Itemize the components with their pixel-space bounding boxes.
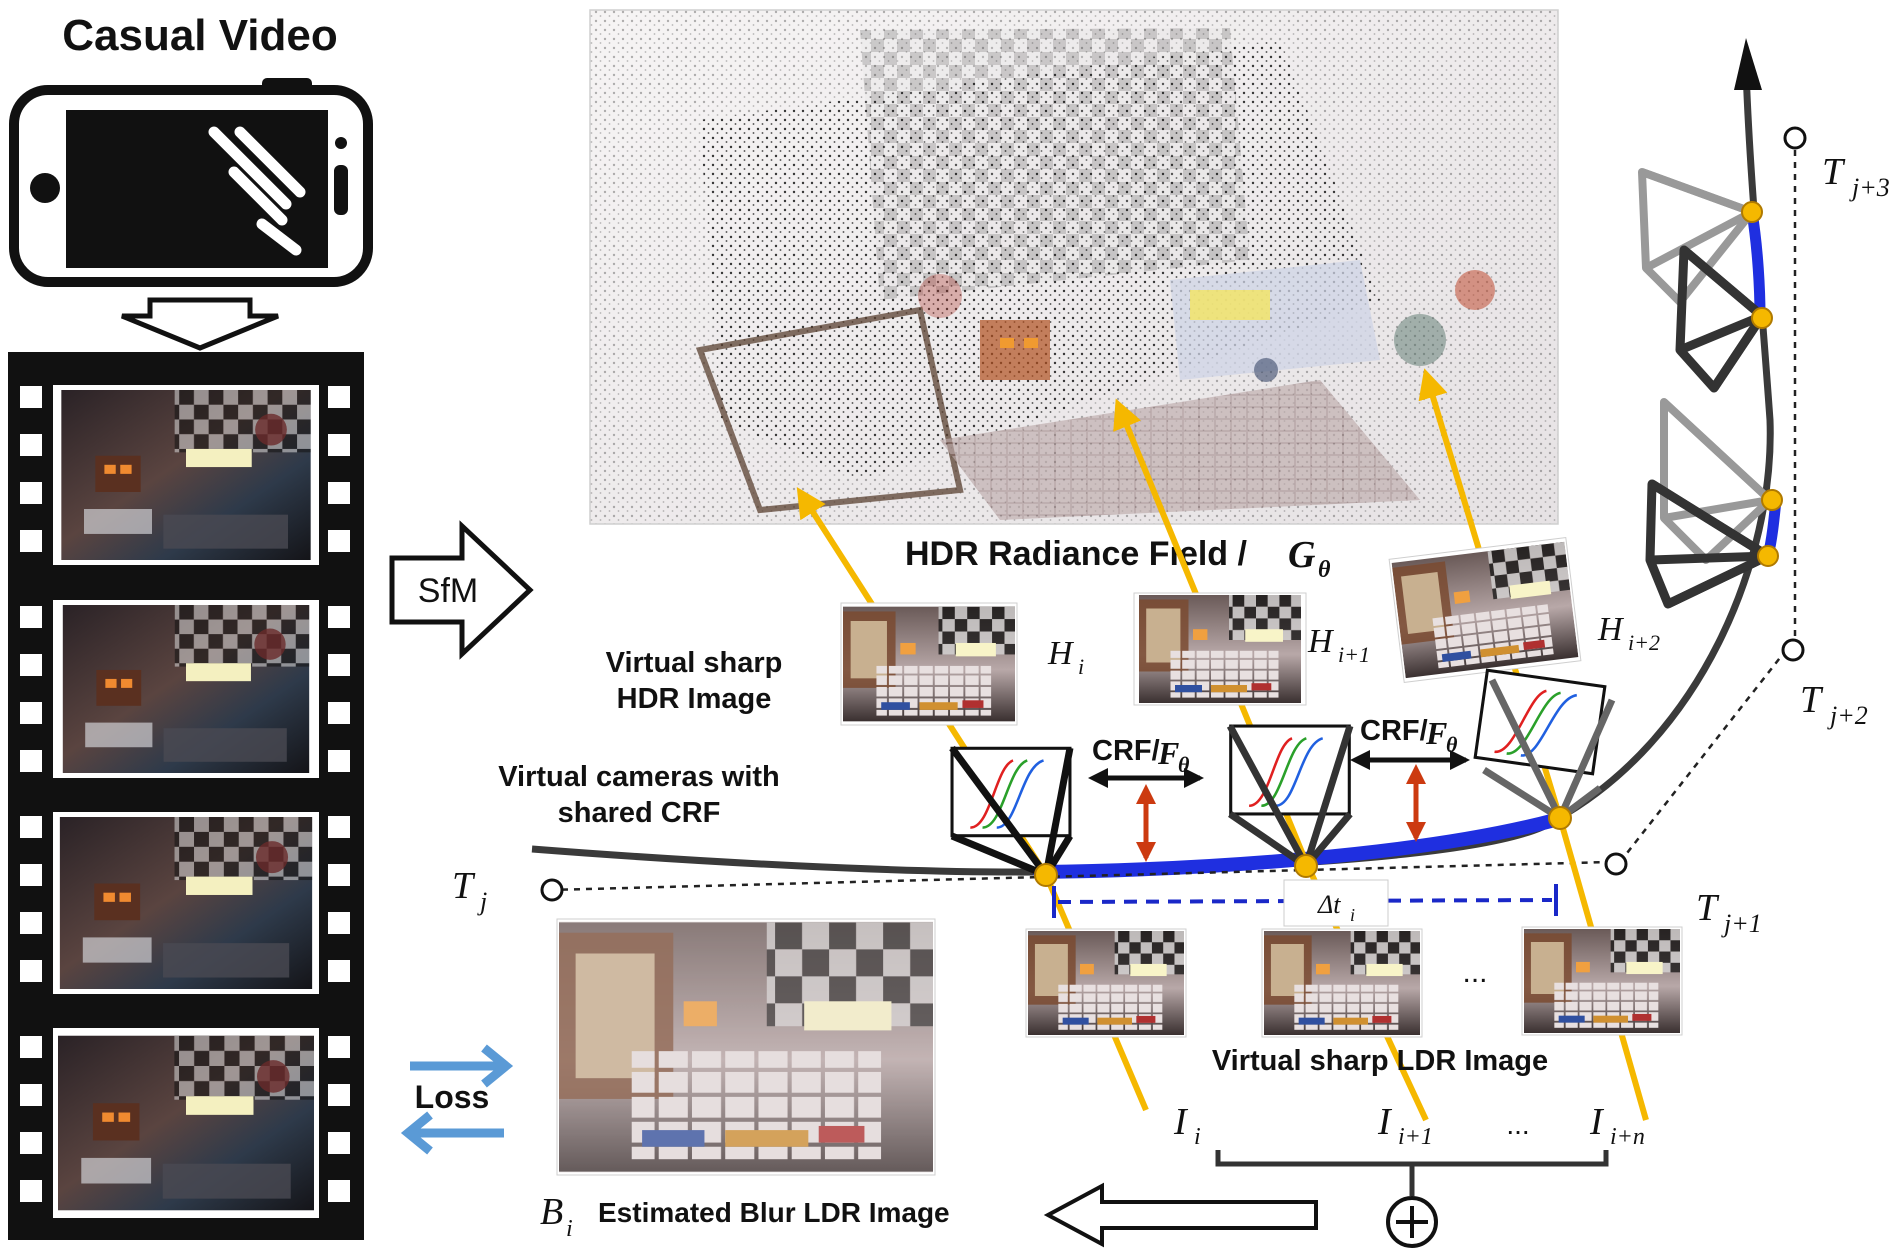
virtual-cameras-label-line2: shared CRF	[558, 797, 721, 829]
crf-curve-icon-2	[1229, 724, 1351, 816]
pose-circles	[540, 126, 1807, 902]
estimated-blur-label: Estimated Blur LDR Image	[598, 1197, 950, 1228]
crf-symbol-2-sub: θ	[1446, 732, 1458, 757]
ldr-thumb-1	[1025, 928, 1187, 1038]
left-hollow-arrow-icon	[1043, 1182, 1318, 1248]
hdr-radiance-field-label: HDR Radiance Field /	[905, 535, 1248, 573]
smartphone-icon	[9, 78, 373, 287]
hdr-image-thumbnails	[840, 537, 1582, 726]
casual-video-title: Casual Video	[62, 11, 338, 60]
film-frame-1	[53, 385, 319, 565]
hdr-thumb-2	[1133, 592, 1307, 706]
pose-tj1-label: T	[1696, 887, 1720, 929]
film-perforations-right	[328, 386, 350, 1202]
summation-bracket	[1215, 1150, 1609, 1196]
loss-arrows: Loss	[400, 1044, 514, 1155]
hdr-field-symbol: G	[1288, 534, 1316, 576]
pose-tj3-label: T	[1822, 151, 1846, 193]
virtual-sharp-ldr-label: Virtual sharp LDR Image	[1212, 1045, 1548, 1077]
virtual-sharp-hdr-label-line2: HDR Image	[617, 683, 772, 715]
pose-circle-tj1	[1604, 852, 1628, 876]
crf-symbol-1: F	[1157, 735, 1179, 771]
ldr-label-2: I	[1377, 1101, 1393, 1143]
trajectory-arrowhead-icon	[1734, 38, 1762, 90]
pose-tj2-label: T	[1800, 679, 1824, 721]
pose-labels: T j T j+1 T j+2 T j+3	[452, 151, 1890, 938]
film-frame-2	[53, 600, 319, 778]
trajectory-control-points	[1741, 201, 1783, 567]
down-arrow-icon	[121, 297, 279, 351]
hdr-label-3: H	[1597, 611, 1625, 648]
ldr-image-labels: I i I i+1 ... I i+n	[1173, 1101, 1645, 1150]
sfm-arrow-icon: SfM	[389, 520, 534, 660]
crf-symbol-2: F	[1425, 715, 1447, 751]
film-frame-4	[53, 1028, 319, 1218]
camera-control-points	[1034, 806, 1572, 887]
pose-circle-tj	[540, 878, 564, 902]
blur-image-symbol: B	[540, 1191, 563, 1233]
frustum-ghost-top	[1638, 168, 1756, 306]
ldr-label-3: I	[1589, 1101, 1605, 1143]
hdr-label-2-sub: i+1	[1338, 642, 1370, 667]
ldr-label-3-sub: i+n	[1610, 1124, 1645, 1150]
film-strip	[8, 352, 364, 1240]
pose-tj1-sub: j+1	[1721, 909, 1762, 938]
pose-tj-sub: j	[477, 887, 487, 916]
hdr-thumb-3	[1388, 537, 1582, 683]
hdr-radiance-field-pointcloud	[589, 9, 1559, 525]
frustum-bottom	[1645, 479, 1773, 609]
ldr-image-thumbnails	[1025, 926, 1683, 1038]
hdr-label-1-sub: i	[1078, 654, 1084, 679]
ldr-thumb-2	[1261, 928, 1423, 1038]
exposure-interval: Δt i	[1052, 879, 1558, 927]
sum-plus-icon	[1386, 1196, 1438, 1248]
blur-image-symbol-sub: i	[566, 1216, 573, 1242]
virtual-camera-2	[1226, 724, 1354, 869]
hdr-label-1: H	[1047, 635, 1075, 672]
hdr-thumb-1	[840, 602, 1018, 726]
ldr-label-ellipsis: ...	[1506, 1109, 1529, 1140]
frustum-top	[1675, 245, 1767, 393]
ldr-thumb-3	[1521, 926, 1683, 1036]
film-perforations-left	[20, 386, 42, 1202]
crf-label-2: CRF/	[1360, 715, 1428, 747]
delta-t-sub: i	[1350, 905, 1355, 925]
virtual-sharp-hdr-label-line1: Virtual sharp	[606, 647, 783, 679]
crf-shared-arrows	[1088, 750, 1470, 788]
pose-circle-tj3	[1783, 126, 1807, 150]
ldr-label-1-sub: i	[1194, 1124, 1201, 1150]
delta-t-label: Δt	[1317, 890, 1341, 919]
virtual-camera-1	[949, 745, 1074, 879]
pose-tj-label: T	[452, 865, 476, 907]
hdr-label-2: H	[1307, 623, 1335, 660]
pose-tj2-sub: j+2	[1827, 701, 1868, 730]
crf-label-1: CRF/	[1092, 735, 1160, 767]
loss-label: Loss	[415, 1079, 490, 1115]
pose-connectors	[549, 138, 1797, 892]
ldr-label-2-sub: i+1	[1398, 1124, 1433, 1150]
sfm-label: SfM	[418, 572, 478, 610]
ldr-ellipsis: ...	[1462, 956, 1487, 989]
hdr-image-labels: H i H i+1 H i+2	[1047, 611, 1660, 679]
hdr-field-symbol-sub: θ	[1318, 557, 1331, 583]
pose-tj3-sub: j+3	[1849, 173, 1890, 202]
trajectory-camera-frustums	[1638, 168, 1774, 609]
estimated-blur-image	[556, 918, 936, 1176]
virtual-cameras-label-line1: Virtual cameras with	[498, 761, 780, 793]
hdr-label-3-sub: i+2	[1628, 630, 1660, 655]
time-interpolation-arrows	[1136, 764, 1426, 862]
film-frame-3	[53, 812, 319, 994]
ldr-label-1: I	[1173, 1101, 1189, 1143]
crf-symbol-1-sub: θ	[1178, 752, 1190, 777]
pose-circle-tj2	[1781, 638, 1805, 662]
